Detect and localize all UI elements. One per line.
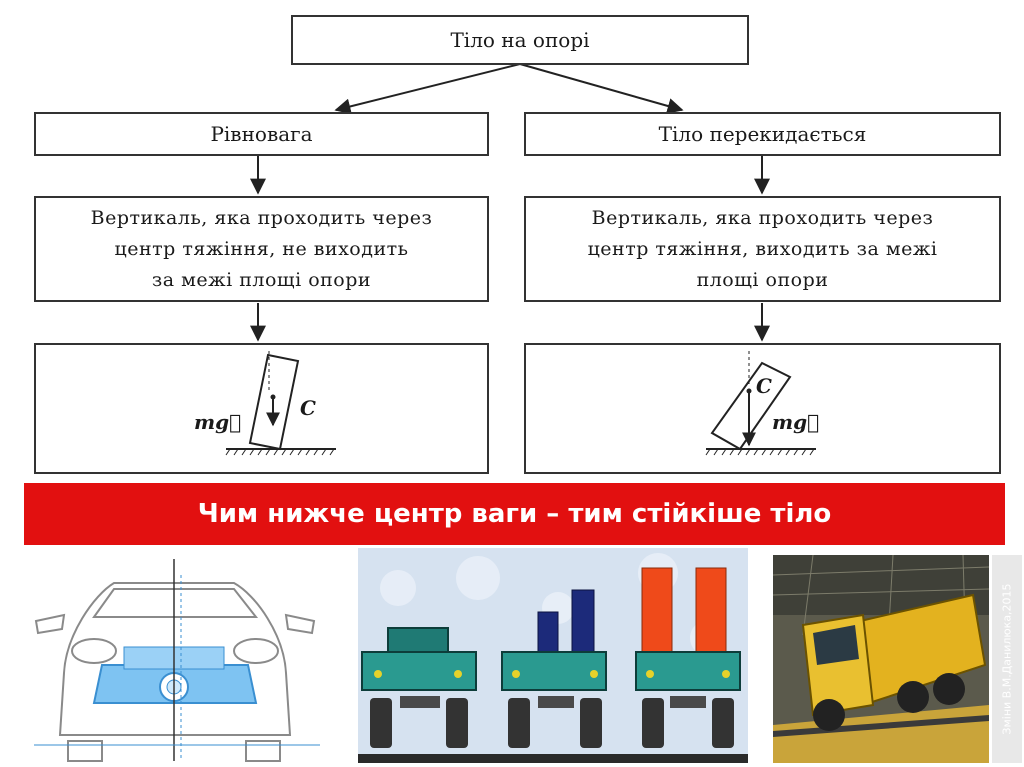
condition-line: центр тяжіння, не виходить <box>91 234 433 265</box>
equilibrium-figure-box: mg⃗ C <box>34 343 489 474</box>
condition-line: центр тяжіння, виходить за межі <box>588 234 938 265</box>
watermark-text: Зміни В.М.Данилюка,2015 <box>1001 583 1014 734</box>
trucks-illustration <box>358 548 748 763</box>
condition-line: Вертикаль, яка проходить через <box>588 203 938 234</box>
center-of-mass <box>271 395 276 400</box>
car-diagram <box>24 555 324 763</box>
condition-line: площі опори <box>588 265 938 296</box>
arrow-root-to-left <box>336 64 520 110</box>
condition-line: Вертикаль, яка проходить через <box>91 203 433 234</box>
tipping-label: Тіло перекидається <box>659 122 867 146</box>
arrow-root-to-right <box>520 64 682 110</box>
root-box: Тіло на опорі <box>291 15 749 65</box>
equilibrium-condition-box: Вертикаль, яка проходить через центр тяж… <box>34 196 489 302</box>
force-label: mg⃗ <box>772 410 819 434</box>
conclusion-banner: Чим нижче центр ваги – тим стійкіше тіло <box>24 483 1005 545</box>
tipping-condition-box: Вертикаль, яка проходить через центр тяж… <box>524 196 1001 302</box>
condition-line: за межі площі опори <box>91 265 433 296</box>
equilibrium-label: Рівновага <box>210 122 312 146</box>
force-label: mg⃗ <box>194 410 241 434</box>
equilibrium-box: Рівновага <box>34 112 489 156</box>
tipping-box: Тіло перекидається <box>524 112 1001 156</box>
point-label: C <box>756 374 772 398</box>
center-of-mass <box>747 389 752 394</box>
tipping-figure: C mg⃗ <box>526 345 999 472</box>
banner-text: Чим нижче центр ваги – тим стійкіше тіло <box>198 499 832 529</box>
tipping-figure-box: C mg⃗ <box>524 343 1001 474</box>
root-label: Тіло на опорі <box>450 28 589 52</box>
dump-truck-photo <box>773 555 989 763</box>
point-label: C <box>300 396 316 420</box>
body-tilted <box>712 363 790 449</box>
watermark: Зміни В.М.Данилюка,2015 <box>992 555 1022 763</box>
equilibrium-figure: mg⃗ C <box>36 345 487 472</box>
